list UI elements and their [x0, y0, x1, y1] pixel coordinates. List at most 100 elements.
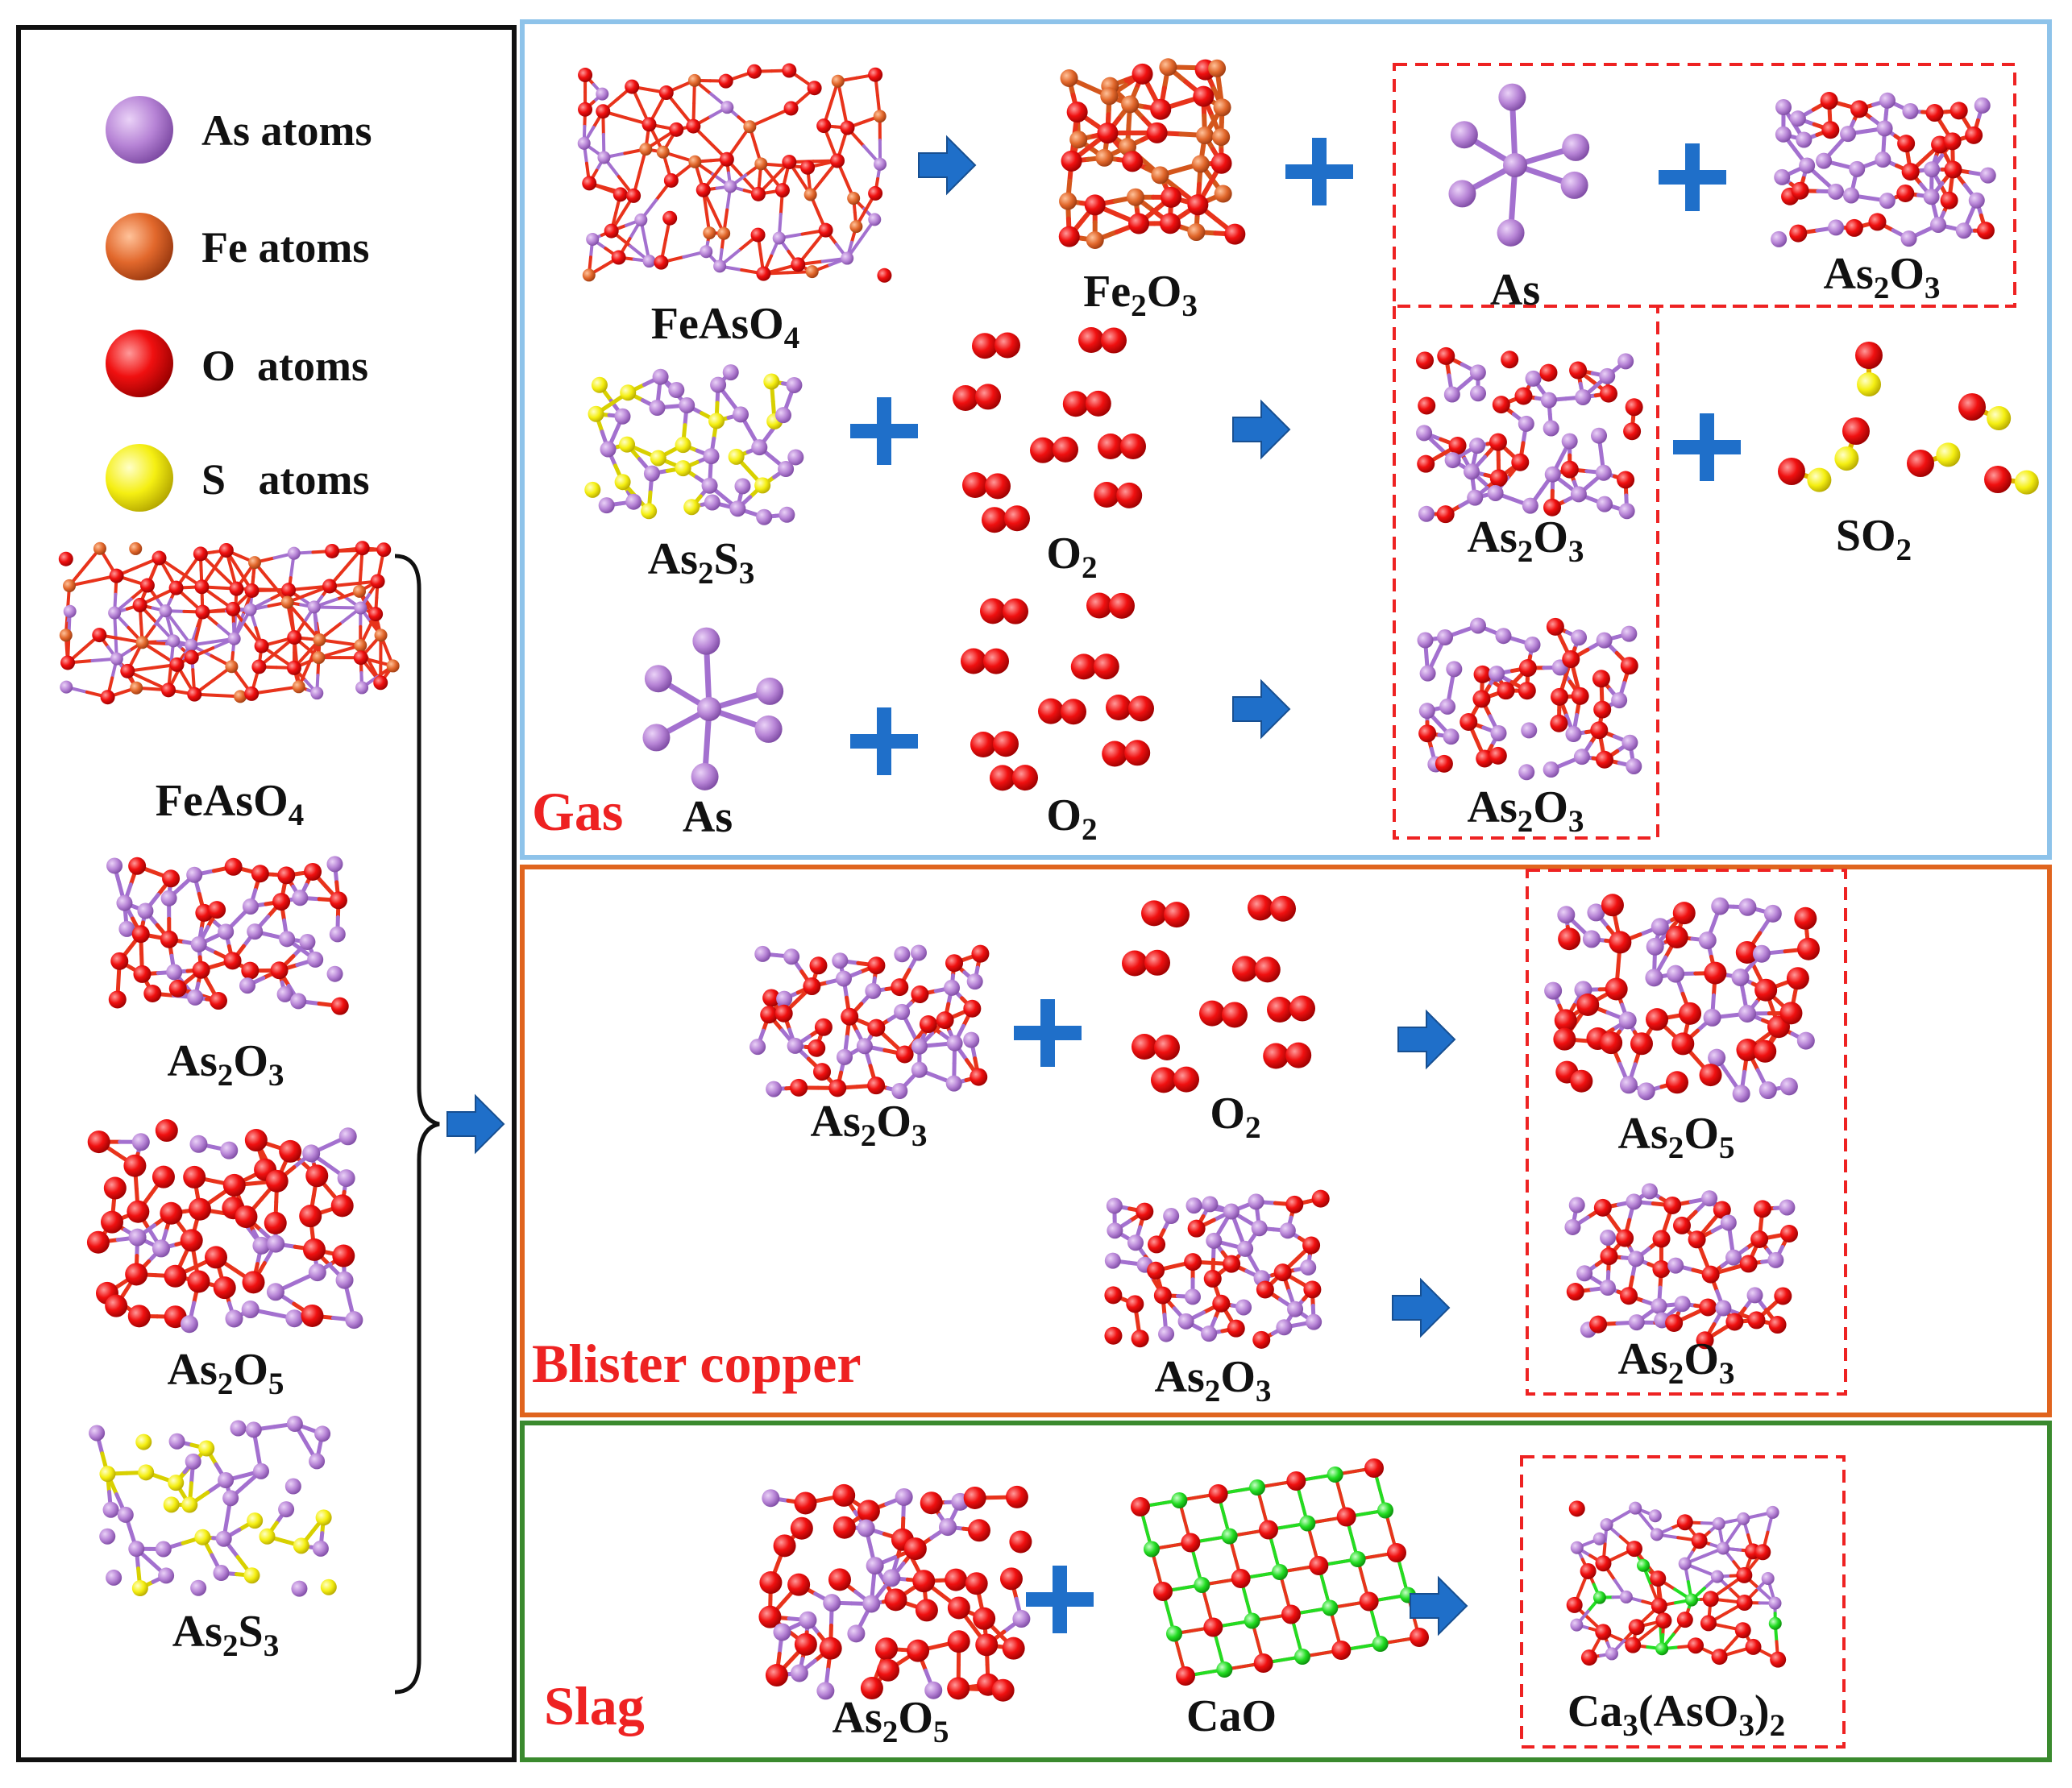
- label-as2o3-blister-1: As2O3: [811, 1097, 928, 1153]
- o-atom: [1160, 213, 1181, 234]
- o-atom: [1617, 471, 1635, 489]
- as2o3-molecule-icon: [749, 944, 990, 1100]
- o-atom: [1418, 724, 1437, 743]
- o-atom: [127, 1200, 150, 1223]
- as-atom: [1104, 1252, 1121, 1269]
- as-atom: [1651, 1297, 1667, 1314]
- ca-atom: [1372, 1636, 1389, 1652]
- as-atom: [278, 1501, 295, 1518]
- as-atom: [1469, 364, 1486, 381]
- as-atom: [1611, 692, 1628, 709]
- fe-atom-icon: [106, 213, 173, 280]
- o-atom: [1589, 1315, 1608, 1334]
- as-atom: [938, 1518, 957, 1537]
- s-atom: [315, 1509, 332, 1526]
- o-atom: [305, 1164, 329, 1188]
- fe-atom: [135, 636, 149, 649]
- o-atom: [765, 1664, 788, 1687]
- o-atom: [1254, 956, 1281, 983]
- input-brace: [394, 554, 440, 1695]
- o-atom: [1181, 1533, 1201, 1553]
- o-atom: [1058, 226, 1080, 247]
- o-atom: [718, 73, 733, 89]
- o-atom: [654, 255, 669, 270]
- as-atom: [1621, 734, 1638, 751]
- o-atom: [1131, 1330, 1149, 1348]
- o-atom: [1590, 721, 1609, 740]
- o-atom: [891, 978, 909, 997]
- as-atom: [241, 1301, 260, 1319]
- as-atom: [1828, 219, 1845, 236]
- o-atom: [1925, 104, 1944, 122]
- region-title-blister-copper: Blister copper: [532, 1333, 862, 1394]
- as-atom: [213, 1565, 230, 1582]
- as-atom: [823, 1594, 841, 1612]
- as-atom: [116, 894, 133, 911]
- as-atom: [168, 1433, 185, 1450]
- fe-atom: [129, 541, 143, 555]
- s-atom: [2014, 470, 2039, 495]
- o-atom: [1070, 653, 1097, 680]
- as-atom: [1158, 1325, 1175, 1342]
- as-atom: [185, 638, 198, 652]
- as-atom: [60, 680, 73, 694]
- as-atom: [218, 1472, 235, 1489]
- o-atom: [286, 660, 301, 675]
- feaso4-molecule-icon: [577, 63, 892, 283]
- o-atom: [1576, 993, 1600, 1016]
- o-atom: [626, 188, 642, 203]
- input-as2o5: As2O5: [86, 1119, 363, 1401]
- legend-label-s: S atoms: [201, 455, 370, 504]
- o-atom: [1550, 714, 1568, 732]
- as-atom: [634, 213, 648, 226]
- as-atom: [911, 1038, 928, 1055]
- o-atom: [92, 628, 107, 643]
- s-atom: [683, 499, 700, 516]
- as-atom: [874, 157, 887, 171]
- fe-atom: [688, 155, 702, 168]
- o-atom: [1122, 950, 1148, 977]
- s-atom: [1857, 372, 1882, 396]
- o-atom: [143, 985, 162, 1003]
- o-atom: [750, 186, 766, 201]
- as-atom-icon: [106, 96, 173, 164]
- reaction-arrow-icon: [918, 135, 977, 196]
- as-atom: [117, 1506, 134, 1523]
- as-atom: [720, 101, 734, 114]
- s-atom: [675, 460, 691, 477]
- o-atom: [809, 956, 828, 975]
- fe-atom: [873, 110, 887, 123]
- as-atom: [691, 762, 719, 790]
- as-atom: [1774, 168, 1791, 185]
- as-atom: [787, 1037, 803, 1054]
- o-atom: [1562, 650, 1580, 669]
- o-atom: [244, 686, 260, 701]
- as-atom: [1627, 1251, 1644, 1267]
- o-atom: [223, 952, 242, 970]
- o-atom: [794, 1632, 817, 1656]
- fe-atom: [849, 220, 863, 234]
- as-atom: [1796, 131, 1812, 148]
- as-atom: [857, 1519, 875, 1537]
- o-atom: [1652, 1260, 1671, 1279]
- as-atom: [1768, 1596, 1782, 1610]
- o-atom: [193, 546, 208, 562]
- o-atom: [1700, 1615, 1717, 1632]
- legend-item-s: S atoms: [106, 444, 370, 512]
- o-atom: [1148, 1235, 1166, 1254]
- o-atom: [329, 891, 347, 910]
- o-atom: [1210, 152, 1232, 174]
- as-atom: [1775, 99, 1792, 116]
- o-atom: [790, 1078, 808, 1097]
- o-atom: [1161, 186, 1182, 208]
- o-atom: [1061, 699, 1086, 725]
- o-atom: [101, 1210, 124, 1234]
- as-atom: [762, 1489, 780, 1508]
- as-atom: [1592, 1532, 1606, 1545]
- as-atom: [749, 1039, 766, 1056]
- o-atom: [1002, 1637, 1025, 1660]
- as-atom: [1575, 388, 1592, 405]
- o-atom: [1580, 1649, 1597, 1666]
- as-atom: [1576, 1265, 1593, 1282]
- as-atom: [1419, 665, 1436, 682]
